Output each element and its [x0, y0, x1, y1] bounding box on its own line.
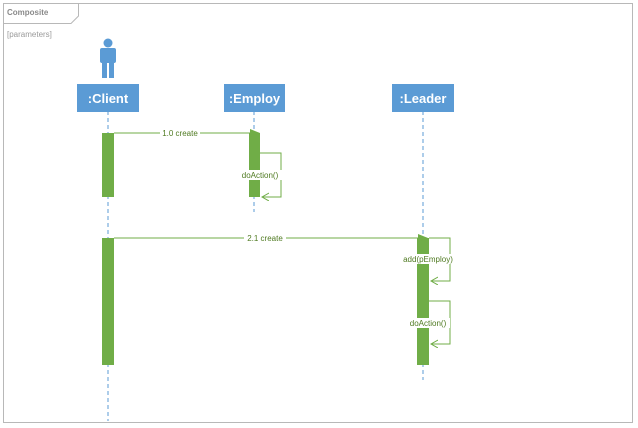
- lifeline-head-leader[interactable]: :Leader: [392, 84, 454, 112]
- message-2-label: doAction(): [242, 171, 279, 180]
- message-1-label: 1.0 create: [162, 129, 198, 138]
- client-activation-1: [102, 133, 114, 197]
- client-actor-icon: [100, 38, 116, 78]
- diagram-frame: [3, 3, 633, 423]
- message-5-self-call[interactable]: doAction(): [406, 300, 451, 344]
- client-activation-2: [102, 238, 114, 365]
- frame-title: Composite: [7, 8, 49, 17]
- leader-activation: [417, 238, 429, 365]
- frame-title-tab: [3, 3, 79, 24]
- message-1-create[interactable]: 1.0 create: [114, 128, 260, 138]
- employ-activation: [249, 133, 260, 197]
- message-3-create[interactable]: 2.1 create: [114, 233, 428, 243]
- message-5-label: doAction(): [410, 319, 447, 328]
- message-3-label: 2.1 create: [247, 234, 283, 243]
- message-4-self-call[interactable]: add(pEmploy): [400, 237, 456, 281]
- lifeline-head-client[interactable]: :Client: [77, 84, 139, 112]
- frame-parameters: [parameters]: [7, 30, 52, 39]
- lifeline-head-employ[interactable]: :Employ: [224, 84, 285, 112]
- message-4-label: add(pEmploy): [403, 255, 453, 264]
- message-2-self-call[interactable]: doAction(): [238, 152, 282, 197]
